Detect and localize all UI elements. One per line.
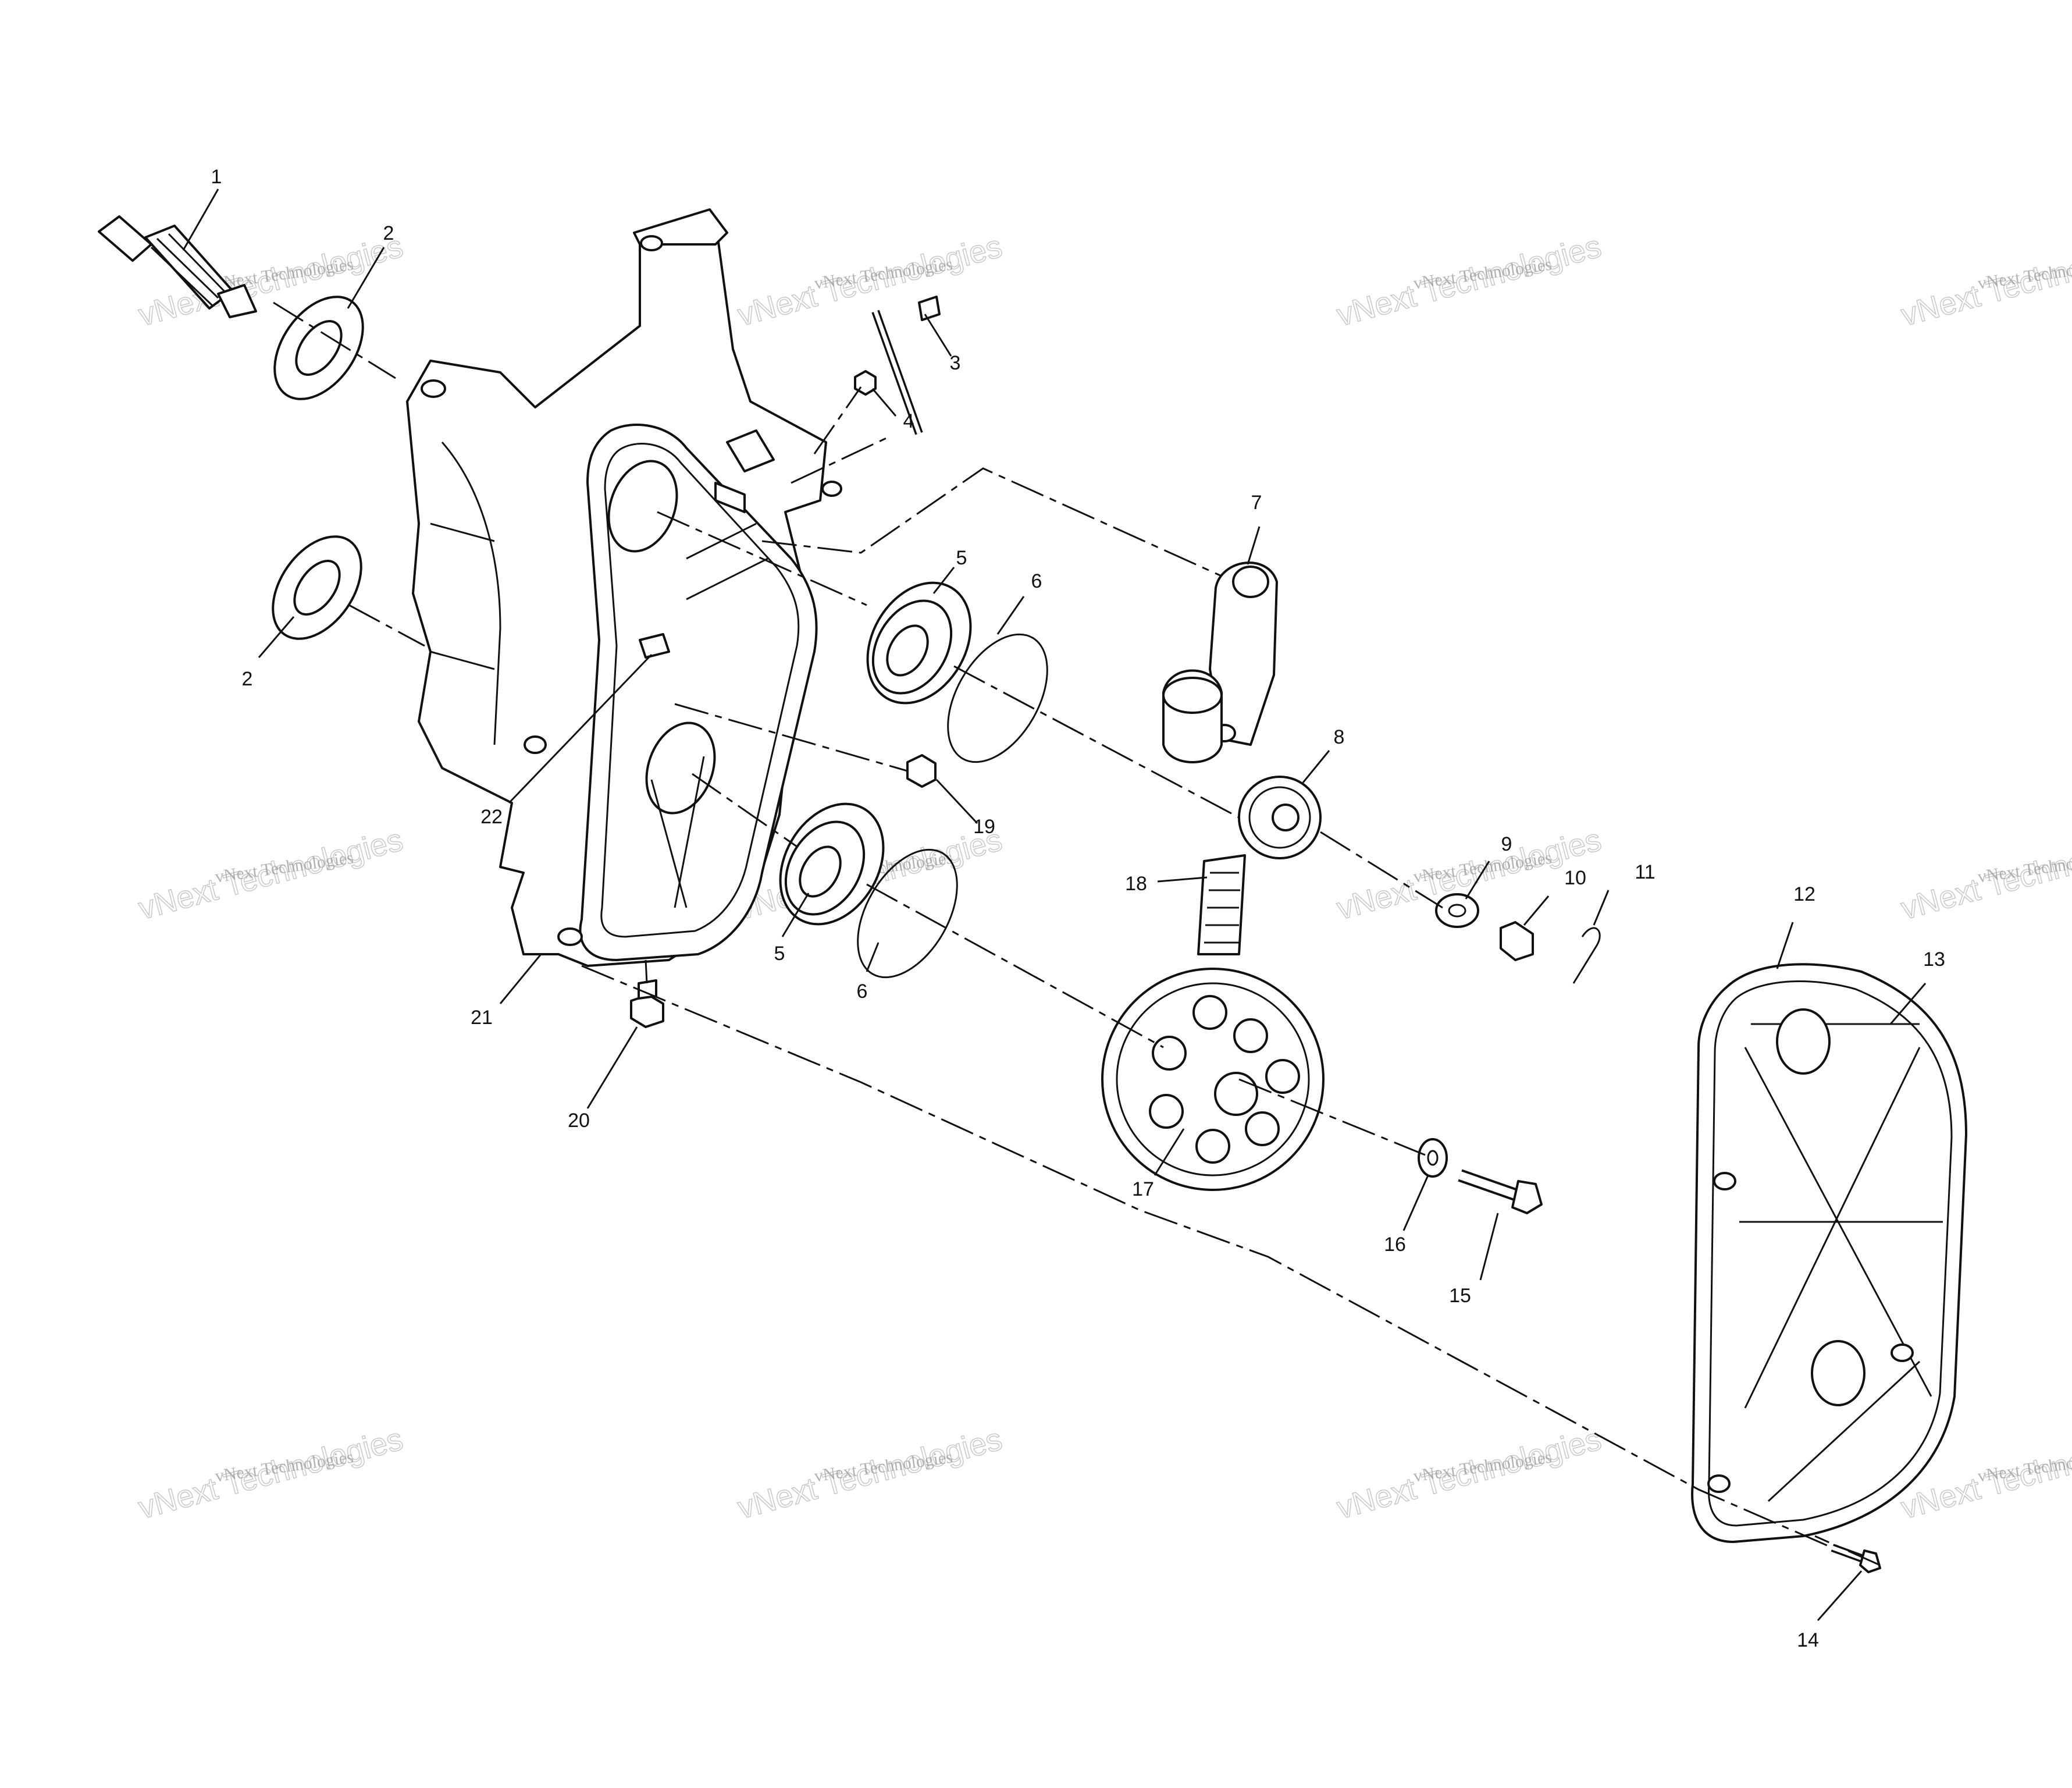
- sprocket-washer-part: [1418, 1138, 1448, 1178]
- callout-18: 18: [1125, 873, 1147, 895]
- callout-15: 15: [1449, 1285, 1471, 1307]
- drive-shaft-part: [98, 215, 257, 318]
- callout-20: 20: [568, 1110, 590, 1132]
- cover-bolt-part: [1831, 1544, 1881, 1573]
- callout-22: 22: [480, 806, 503, 828]
- washer-part: [1435, 893, 1479, 928]
- tensioner-bolt-part: [871, 296, 941, 435]
- callout-21: 21: [471, 1007, 493, 1029]
- oil-seal-lower-part: [272, 535, 362, 640]
- sprocket-bolt-part: [1458, 1169, 1543, 1214]
- callout-14: 14: [1797, 1629, 1819, 1651]
- callout-8: 8: [1334, 726, 1345, 748]
- callout-2-upper: 2: [383, 222, 394, 244]
- callout-3: 3: [950, 352, 961, 374]
- assembly-lines: [273, 301, 1881, 1566]
- callout-9: 9: [1501, 833, 1512, 855]
- callout-12: 12: [1793, 883, 1815, 905]
- callout-6-upper: 6: [1031, 570, 1042, 592]
- callout-19: 19: [973, 816, 995, 838]
- oil-seal-upper-part: [273, 296, 364, 400]
- snap-ring-lower-part: [857, 848, 958, 979]
- bearing-upper-part: [866, 581, 972, 705]
- castle-nut-part: [1500, 921, 1534, 961]
- drive-chain-part: [1197, 854, 1246, 955]
- callout-4: 4: [903, 410, 914, 432]
- part-drawings: [98, 208, 1967, 1573]
- tensioner-arm-part: [1162, 561, 1278, 763]
- chaincase-housing-part: [406, 208, 842, 967]
- callout-5-lower: 5: [774, 943, 785, 965]
- bearing-lower-part: [779, 802, 885, 926]
- callout-11: 11: [1635, 861, 1655, 883]
- callout-5-upper: 5: [956, 547, 967, 569]
- callout-6-lower: 6: [857, 980, 868, 1003]
- snap-ring-upper-part: [947, 633, 1048, 763]
- cotter-pin-part: [1572, 927, 1601, 984]
- callout-17: 17: [1132, 1178, 1154, 1200]
- callout-10: 10: [1564, 867, 1586, 889]
- callout-2-lower: 2: [242, 668, 253, 690]
- callout-1: 1: [211, 166, 222, 188]
- chaincase-cover-part: [1691, 963, 1967, 1543]
- upper-sprocket-part: [1238, 776, 1322, 859]
- drain-plug-part: [630, 979, 664, 1028]
- callout-7: 7: [1251, 492, 1262, 514]
- callout-labels: 1 2 2 3 4 5 5 6 6 7 8 9 10 11 12 13 14 1…: [211, 166, 1945, 1651]
- lower-sprocket-part: [1101, 968, 1325, 1191]
- leader-lines: [182, 189, 1927, 1621]
- callout-16: 16: [1384, 1234, 1406, 1256]
- stud-part: [639, 633, 670, 659]
- hex-nut-part: [906, 754, 937, 788]
- callout-13: 13: [1923, 948, 1945, 971]
